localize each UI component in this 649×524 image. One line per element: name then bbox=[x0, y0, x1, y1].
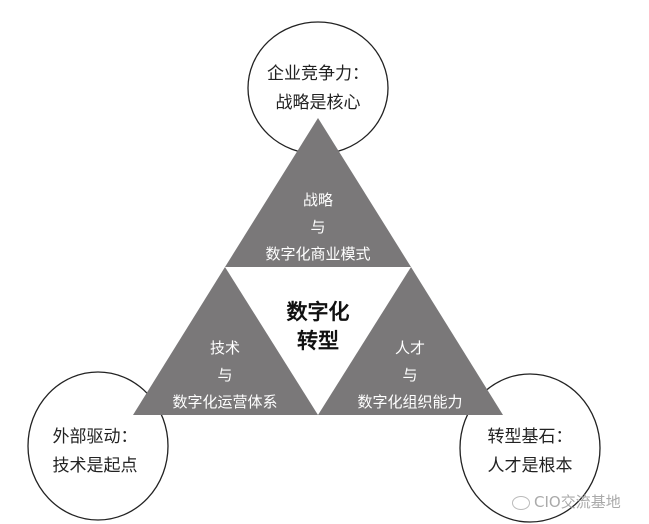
center-title-line2: 转型 bbox=[297, 329, 339, 353]
circle-top-line2: 战略是核心 bbox=[275, 93, 361, 113]
circle-left-line2: 技术是起点 bbox=[52, 456, 138, 476]
circle-right-line1: 转型基石： bbox=[487, 427, 573, 447]
circle-left bbox=[27, 371, 169, 521]
triangle-center bbox=[229, 270, 407, 412]
triangle-right bbox=[318, 267, 503, 415]
circle-top-line1: 企业竞争力： bbox=[267, 64, 369, 84]
triangle-right-line2: 与 bbox=[402, 366, 418, 384]
wechat-icon bbox=[512, 495, 530, 510]
triangle-left-label: 技术 与 数字化运营体系 bbox=[145, 341, 305, 410]
triangle-right-line3: 数字化组织能力 bbox=[357, 393, 463, 411]
circle-right-label: 转型基石： 人才是根本 bbox=[480, 429, 580, 475]
triangle-left-line1: 技术 bbox=[209, 339, 240, 357]
triangle-top bbox=[225, 118, 411, 267]
circle-right-line2: 人才是根本 bbox=[487, 456, 573, 476]
triangle-left-line2: 与 bbox=[217, 366, 233, 384]
triangle-top-line1: 战略 bbox=[302, 191, 333, 209]
triangle-left-line3: 数字化运营体系 bbox=[172, 393, 278, 411]
triangle-top-line3: 数字化商业模式 bbox=[265, 245, 371, 263]
watermark-text: CIO交流基地 bbox=[534, 493, 621, 511]
watermark: CIO交流基地 bbox=[512, 495, 621, 510]
center-title: 数字化 转型 bbox=[258, 302, 378, 352]
triangle-top-label: 战略 与 数字化商业模式 bbox=[238, 193, 398, 262]
triangle-left bbox=[133, 267, 318, 415]
triangle-top-line2: 与 bbox=[310, 218, 326, 236]
triangle-right-label: 人才 与 数字化组织能力 bbox=[330, 341, 490, 410]
center-title-line1: 数字化 bbox=[286, 300, 350, 324]
circle-left-label: 外部驱动： 技术是起点 bbox=[45, 429, 145, 475]
triangle-right-line1: 人才 bbox=[394, 339, 425, 357]
circle-top-label: 企业竞争力： 战略是核心 bbox=[258, 66, 378, 112]
circle-left-line1: 外部驱动： bbox=[52, 427, 138, 447]
